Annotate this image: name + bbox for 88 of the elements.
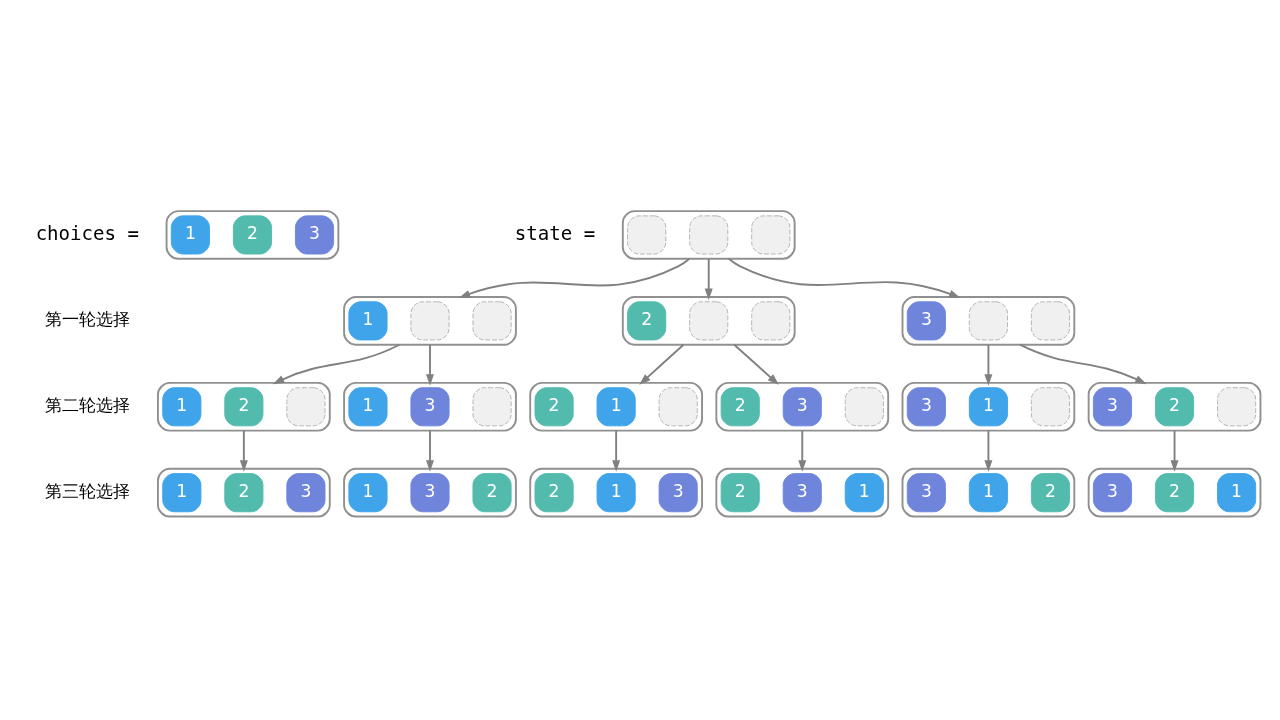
- node-box: 3: [782, 473, 822, 513]
- node-box: [751, 301, 791, 341]
- label: 第一轮选择: [44, 309, 130, 330]
- arrow: [1018, 343, 1147, 385]
- node-box: 1: [596, 473, 636, 513]
- node-box: 3: [906, 387, 946, 427]
- cluster: [343, 296, 517, 346]
- node-box: 1: [968, 473, 1008, 513]
- node-box: 3: [1092, 473, 1133, 513]
- arrow: [984, 343, 993, 386]
- node-box: [1030, 387, 1071, 427]
- cluster: [157, 381, 331, 432]
- node-box: 2: [720, 473, 760, 513]
- arrow: [704, 257, 713, 300]
- node-box: 2: [232, 215, 273, 255]
- cluster: [529, 381, 703, 432]
- node-box: [627, 215, 667, 255]
- node-box: 1: [348, 473, 388, 513]
- node-box: 1: [968, 387, 1008, 427]
- cluster: [715, 467, 890, 518]
- node-box: 3: [286, 473, 326, 513]
- cluster: [901, 467, 1076, 518]
- node-box: 1: [348, 301, 388, 341]
- node-box: 3: [906, 473, 946, 513]
- node-box: 2: [224, 387, 264, 427]
- node-box: 2: [627, 301, 667, 341]
- node-box: 2: [1154, 387, 1195, 427]
- arrow: [798, 429, 807, 472]
- node-box: [1030, 301, 1071, 341]
- node-box: 2: [720, 387, 760, 427]
- arrow: [984, 429, 993, 472]
- cluster: [343, 467, 517, 518]
- node-box: 3: [410, 473, 450, 513]
- cluster: [343, 381, 517, 432]
- node-box: [410, 301, 450, 341]
- arrow: [733, 343, 779, 385]
- cluster: [901, 381, 1076, 432]
- node-label: choices =: [35, 221, 140, 245]
- arrow: [1170, 429, 1179, 472]
- cluster: [529, 467, 703, 518]
- arrow: [272, 343, 401, 385]
- cluster: [901, 296, 1076, 346]
- node-box: [689, 301, 729, 341]
- node-box: 1: [596, 387, 636, 427]
- arrow: [639, 343, 685, 385]
- node-box: 1: [170, 215, 210, 255]
- node-box: 2: [224, 473, 264, 513]
- cluster: [157, 467, 331, 518]
- node-box: 2: [1154, 473, 1195, 513]
- label: 第二轮选择: [44, 394, 130, 415]
- node-box: 3: [906, 301, 946, 341]
- label: 第三轮选择: [44, 480, 130, 501]
- node-box: [472, 387, 512, 427]
- arrow: [727, 257, 961, 299]
- cluster: [1087, 467, 1262, 518]
- node-box: [472, 301, 512, 341]
- arrow: [458, 257, 691, 299]
- node-box: 1: [1217, 473, 1257, 513]
- node-box: 2: [1030, 473, 1071, 513]
- node-box: 1: [162, 473, 202, 513]
- node-label: state =: [514, 221, 596, 245]
- node-box: [1217, 387, 1257, 427]
- node-box: 1: [844, 473, 884, 513]
- node-box: 3: [658, 473, 698, 513]
- node-box: 3: [782, 387, 822, 427]
- node-box: [658, 387, 698, 427]
- node-box: 3: [1092, 387, 1133, 427]
- node-box: [844, 387, 884, 427]
- node-box: 1: [348, 387, 388, 427]
- node-box: 1: [162, 387, 202, 427]
- node-box: [286, 387, 326, 427]
- cluster: [715, 381, 890, 432]
- node-box: [751, 215, 791, 255]
- node-box: 3: [294, 215, 335, 255]
- node-box: [968, 301, 1008, 341]
- node-box: [689, 215, 729, 255]
- node-box: 3: [410, 387, 450, 427]
- cluster: [1087, 381, 1262, 432]
- node-box: 2: [534, 387, 574, 427]
- arrow: [612, 429, 621, 472]
- cluster: [621, 210, 796, 260]
- node-box: 2: [472, 473, 512, 513]
- node-box: 2: [534, 473, 574, 513]
- cluster: [165, 210, 340, 260]
- arrow: [426, 343, 434, 386]
- arrow: [239, 429, 248, 472]
- cluster: [621, 296, 796, 346]
- arrow: [426, 429, 434, 472]
